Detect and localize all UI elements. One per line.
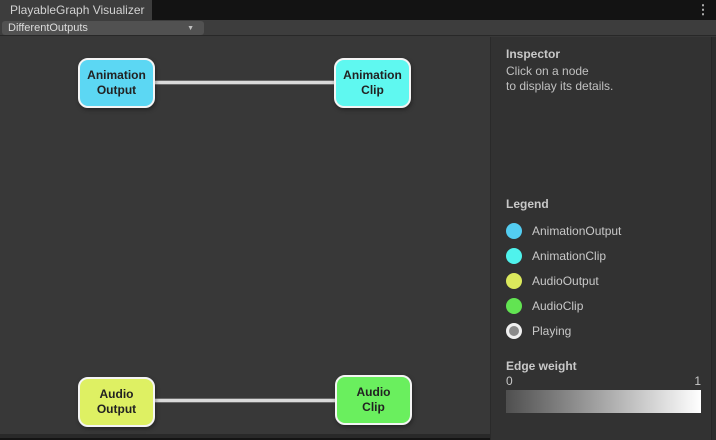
node-animation-output[interactable]: Animation Output	[78, 58, 155, 108]
tab-title: PlayableGraph Visualizer	[10, 3, 145, 17]
legend-item-label: AudioClip	[532, 298, 584, 313]
inspector-message-line: to display its details.	[506, 79, 614, 93]
node-label-line: Audio	[99, 387, 134, 401]
graph-selector-dropdown[interactable]: DifferentOutputs ▼	[2, 21, 204, 35]
legend-item-animation-output: AnimationOutput	[506, 218, 696, 243]
legend-item-label: Playing	[532, 323, 572, 338]
inspector-message: Click on a node to display its details.	[506, 64, 613, 94]
tab-playablegraph-visualizer[interactable]: PlayableGraph Visualizer	[0, 0, 152, 20]
legend-color-dot	[506, 272, 522, 289]
tab-bar: PlayableGraph Visualizer ⋮	[0, 0, 716, 20]
scrollbar-track[interactable]	[711, 37, 716, 440]
edge-animation-output-to-clip	[155, 80, 335, 85]
edge-weight-scale: 0 1	[506, 374, 701, 388]
window-menu-button[interactable]: ⋮	[695, 0, 711, 20]
chevron-down-icon: ▼	[187, 24, 194, 32]
legend-title: Legend	[506, 197, 549, 211]
node-label-line: Animation	[343, 68, 402, 82]
edge-weight-min: 0	[506, 374, 513, 388]
legend-item-label: AnimationOutput	[532, 223, 622, 238]
legend-item-playing: Playing	[506, 318, 696, 343]
toolbar: DifferentOutputs ▼	[0, 20, 716, 36]
inspector-title: Inspector	[506, 47, 561, 61]
legend-item-label: AudioOutput	[532, 273, 599, 288]
node-animation-clip[interactable]: Animation Clip	[334, 58, 411, 108]
legend-item-animation-clip: AnimationClip	[506, 243, 696, 268]
node-label-line: Audio	[356, 385, 391, 399]
edge-audio-output-to-clip	[155, 398, 336, 403]
edge-weight-max: 1	[694, 374, 701, 388]
kebab-menu-icon: ⋮	[696, 2, 710, 17]
node-label-line: Clip	[362, 400, 385, 414]
node-label-line: Animation	[87, 68, 146, 82]
edge-weight-gradient	[506, 390, 701, 413]
graph-selector-value: DifferentOutputs	[8, 22, 88, 34]
node-label-line: Output	[96, 402, 137, 416]
legend-color-dot	[506, 222, 522, 239]
legend-color-dot	[506, 322, 522, 339]
inspector-message-line: Click on a node	[506, 64, 589, 78]
window-bottom-edge	[0, 434, 490, 440]
node-label-line: Clip	[361, 83, 384, 97]
inspector-panel: Inspector Click on a node to display its…	[490, 37, 716, 440]
edge-weight-title: Edge weight	[506, 359, 577, 373]
legend-color-dot	[506, 247, 522, 264]
legend-item-audio-output: AudioOutput	[506, 268, 696, 293]
legend-item-label: AnimationClip	[532, 248, 607, 263]
node-audio-clip[interactable]: Audio Clip	[335, 375, 412, 425]
node-label-line: Output	[96, 83, 137, 97]
node-audio-output[interactable]: Audio Output	[78, 377, 155, 427]
legend-item-audio-clip: AudioClip	[506, 293, 696, 318]
graph-canvas[interactable]: Animation Output Animation Clip Audio Ou…	[0, 37, 490, 440]
legend-color-dot	[506, 297, 522, 314]
